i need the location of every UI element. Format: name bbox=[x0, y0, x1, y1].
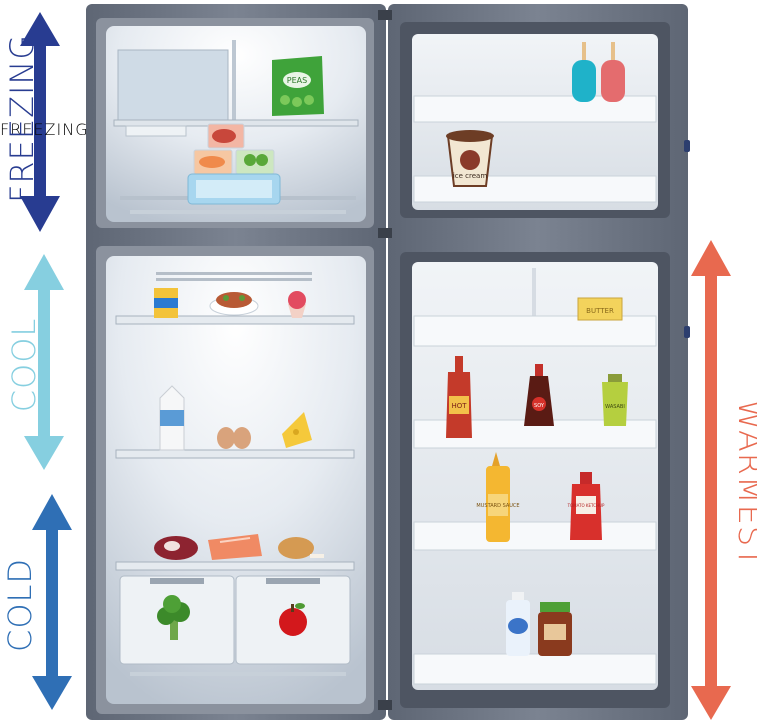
freezer-door bbox=[400, 22, 690, 218]
ice-cream-tub-icon: ice cream bbox=[446, 130, 494, 186]
frozen-broccoli-container-icon bbox=[236, 150, 274, 174]
ice-cream-label: ice cream bbox=[453, 172, 487, 180]
peas-bag-label: PEAS bbox=[287, 76, 307, 85]
butter-label: BUTTER bbox=[586, 307, 614, 315]
wasabi-label: WASABI bbox=[605, 404, 625, 410]
steak-icon bbox=[154, 536, 198, 560]
dressing-bottle-icon bbox=[506, 592, 530, 656]
mustard-label: MUSTARD SAUCE bbox=[476, 503, 519, 509]
ice-tray-icon bbox=[188, 174, 280, 204]
milk-carton-icon bbox=[160, 386, 184, 450]
frozen-salmon-container-icon bbox=[194, 150, 232, 174]
soy-sauce-label: SOY bbox=[534, 403, 545, 409]
peas-bag-icon: PEAS bbox=[272, 56, 324, 116]
juice-box-icon bbox=[154, 288, 178, 318]
jar-icon bbox=[538, 602, 572, 656]
frozen-meat-container-icon bbox=[208, 124, 244, 148]
fridge-compartment bbox=[106, 256, 366, 704]
hot-sauce-label: HOT bbox=[451, 402, 467, 410]
butter-icon: BUTTER bbox=[578, 298, 622, 320]
ketchup-label: TOMATO KETCHUP bbox=[567, 503, 605, 508]
